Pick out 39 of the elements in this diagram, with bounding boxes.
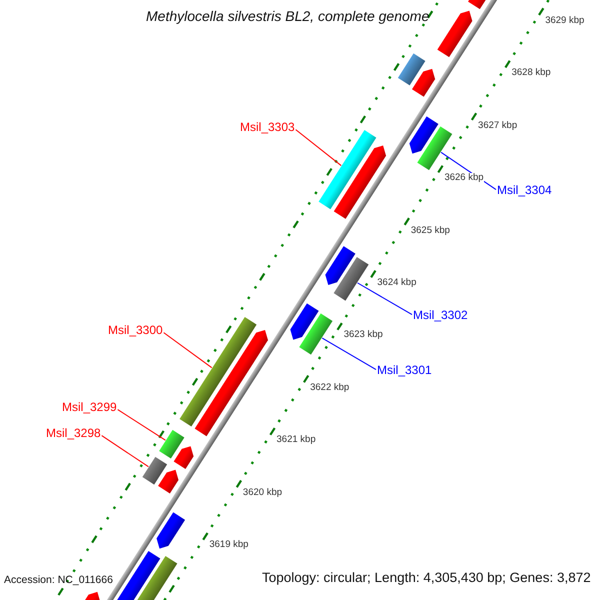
scale-label: 3622 kbp — [310, 382, 350, 394]
gene-feature — [412, 68, 436, 97]
gene-label: Msil_3299 — [62, 401, 117, 414]
genome-stats: Topology: circular; Length: 4,305,430 bp; Genes: 3,872 — [262, 571, 591, 586]
scale-label: 3619 kbp — [209, 540, 248, 551]
chart-title: Methylocella silvestris BL2, complete genome — [146, 9, 430, 24]
scale-label: 3624 kbp — [377, 278, 416, 288]
accession-text: Accession: NC_011666 — [4, 575, 113, 587]
gene-feature — [156, 512, 186, 549]
leader-line — [322, 338, 376, 370]
gene-feature — [325, 246, 356, 285]
scale-label: 3628 kbp — [512, 68, 551, 79]
gene-label: Msil_3304 — [497, 184, 552, 198]
gene-feature — [334, 146, 386, 219]
leader-line — [295, 129, 342, 166]
gene-label: Msil_3301 — [377, 364, 432, 378]
scale-label: 3623 kbp — [344, 330, 383, 341]
gene-label: Msil_3300 — [108, 324, 163, 338]
scale-label: 3629 kbp — [545, 16, 584, 26]
gene-feature — [194, 330, 268, 436]
gene-label: Msil_3298 — [46, 427, 101, 440]
gene-feature — [174, 446, 194, 470]
leader-line — [117, 409, 166, 441]
gene-label: Msil_3303 — [240, 121, 295, 134]
gene-feature — [142, 456, 168, 485]
scale-label: 3627 kbp — [478, 120, 518, 131]
scale-label: 3620 kbp — [242, 488, 282, 498]
leader-line — [163, 332, 212, 368]
gene-feature — [437, 10, 472, 58]
gene-feature — [409, 116, 438, 154]
scale-label: 3621 kbp — [276, 435, 316, 446]
leader-line — [101, 435, 149, 468]
gene-feature — [158, 470, 178, 494]
gene-feature — [290, 303, 319, 340]
scale-label: 3626 kbp — [444, 173, 484, 184]
scale-label: 3625 kbp — [410, 226, 450, 236]
gene-feature — [159, 430, 184, 458]
gene-label: Msil_3302 — [413, 309, 468, 322]
leader-line — [357, 282, 412, 316]
